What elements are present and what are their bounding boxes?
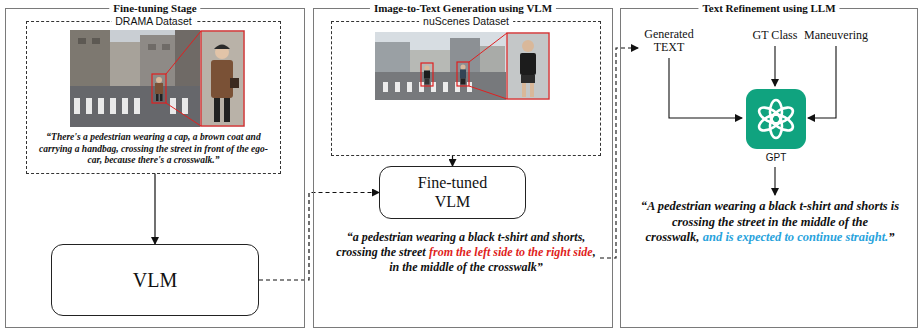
buildings [70,30,200,86]
text-fragment: ” [888,230,894,244]
zoom-lines [166,31,201,126]
zoom-inset [201,31,244,126]
dashed-arrow [600,48,638,258]
input-label: Maneuvering [798,29,874,42]
gtext-text: GPT [766,152,787,164]
pedestrians [424,65,466,85]
zoom-lines [469,33,507,99]
ptitle-text: Fine-tuning Stage [109,1,200,15]
sky [375,32,550,100]
dataset-box: DRAMA Dataset“There's a pedestrian weari… [26,21,281,174]
model-box: VLM [51,244,259,316]
sky [70,30,245,127]
refined-text: “A pedestrian wearing a black t-shirt an… [632,199,908,246]
zoom-inset [507,33,549,99]
input-arrow [808,46,836,118]
dataset-box: nuScenes Dataset [331,21,601,156]
gpt-logo [746,89,806,149]
mtext-text: VLM [133,269,177,292]
dtitle-text: DRAMA Dataset [111,15,195,28]
pedestrian [155,77,163,101]
input-label: Generated TEXT [639,28,699,54]
stage-panel: Text Refinement using LLMGPT [620,8,918,328]
input-arrow [669,58,742,118]
generated-text: “a pedestrian wearing a black t-shirt an… [335,230,597,275]
logo-knot [757,100,796,138]
connector-arrow [154,174,155,245]
logo-petal [757,104,784,126]
buildings [375,38,505,72]
model-box: Fine-tuned VLM [379,166,526,219]
text-fragment: and is expected to continue straight. [703,230,888,244]
bounding-boxes [421,62,469,86]
ptitle-text: Text Refinement using LLM [698,1,839,15]
output-arrow [774,167,775,195]
stage-panel: Image-to-Text Generation using VLMnuScen… [313,8,613,328]
street-photo [70,30,245,127]
street-photo [375,32,550,100]
quote-text: “There's a pedestrian wearing a cap, a b… [27,132,280,173]
dtitle-text: nuScenes Dataset [419,15,513,28]
mtext-text: Fine-tuned VLM [408,174,498,211]
text-fragment: from the left side to the right side [429,245,593,259]
road [375,72,506,100]
input-label: GT Class [740,29,810,42]
road [70,86,200,127]
bounding-box [152,74,166,103]
input-arrow [774,46,775,86]
gpt-icon: GPT [746,89,806,149]
ptitle-text: Image-to-Text Generation using VLM [370,1,556,15]
stage-panel: Fine-tuning StageDRAMA Dataset“There's a… [5,8,305,328]
connector-arrow [452,156,453,166]
